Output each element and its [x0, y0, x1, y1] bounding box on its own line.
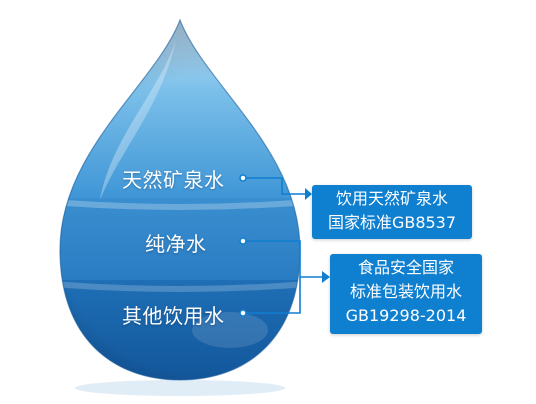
layer-label-other-water: 其他饮用水 [122, 304, 225, 328]
connector-dot-other [239, 309, 247, 317]
callout-mineral-line1: 饮用天然矿泉水 [335, 189, 448, 208]
callout-mineral-standard: 饮用天然矿泉水 国家标准GB8537 [312, 185, 472, 239]
connector-dot-purified [239, 237, 247, 245]
callout-food-safety-line3: GB19298-2014 [345, 306, 467, 325]
callout-food-safety-line1: 食品安全国家 [357, 258, 454, 277]
connector-dot-mineral [239, 174, 247, 182]
connector-arrow-food-safety [322, 271, 330, 283]
connector-arrow-mineral [305, 188, 312, 200]
connector-line-mineral [246, 177, 305, 195]
callout-mineral-line2: 国家标准GB8537 [327, 213, 457, 232]
layer-label-mineral-water: 天然矿泉水 [122, 168, 225, 192]
callout-food-safety-standard: 食品安全国家 标准包装饮用水 GB19298-2014 [330, 254, 482, 334]
layer-label-purified-water: 纯净水 [145, 232, 207, 256]
callout-food-safety-line2: 标准包装饮用水 [349, 282, 462, 301]
